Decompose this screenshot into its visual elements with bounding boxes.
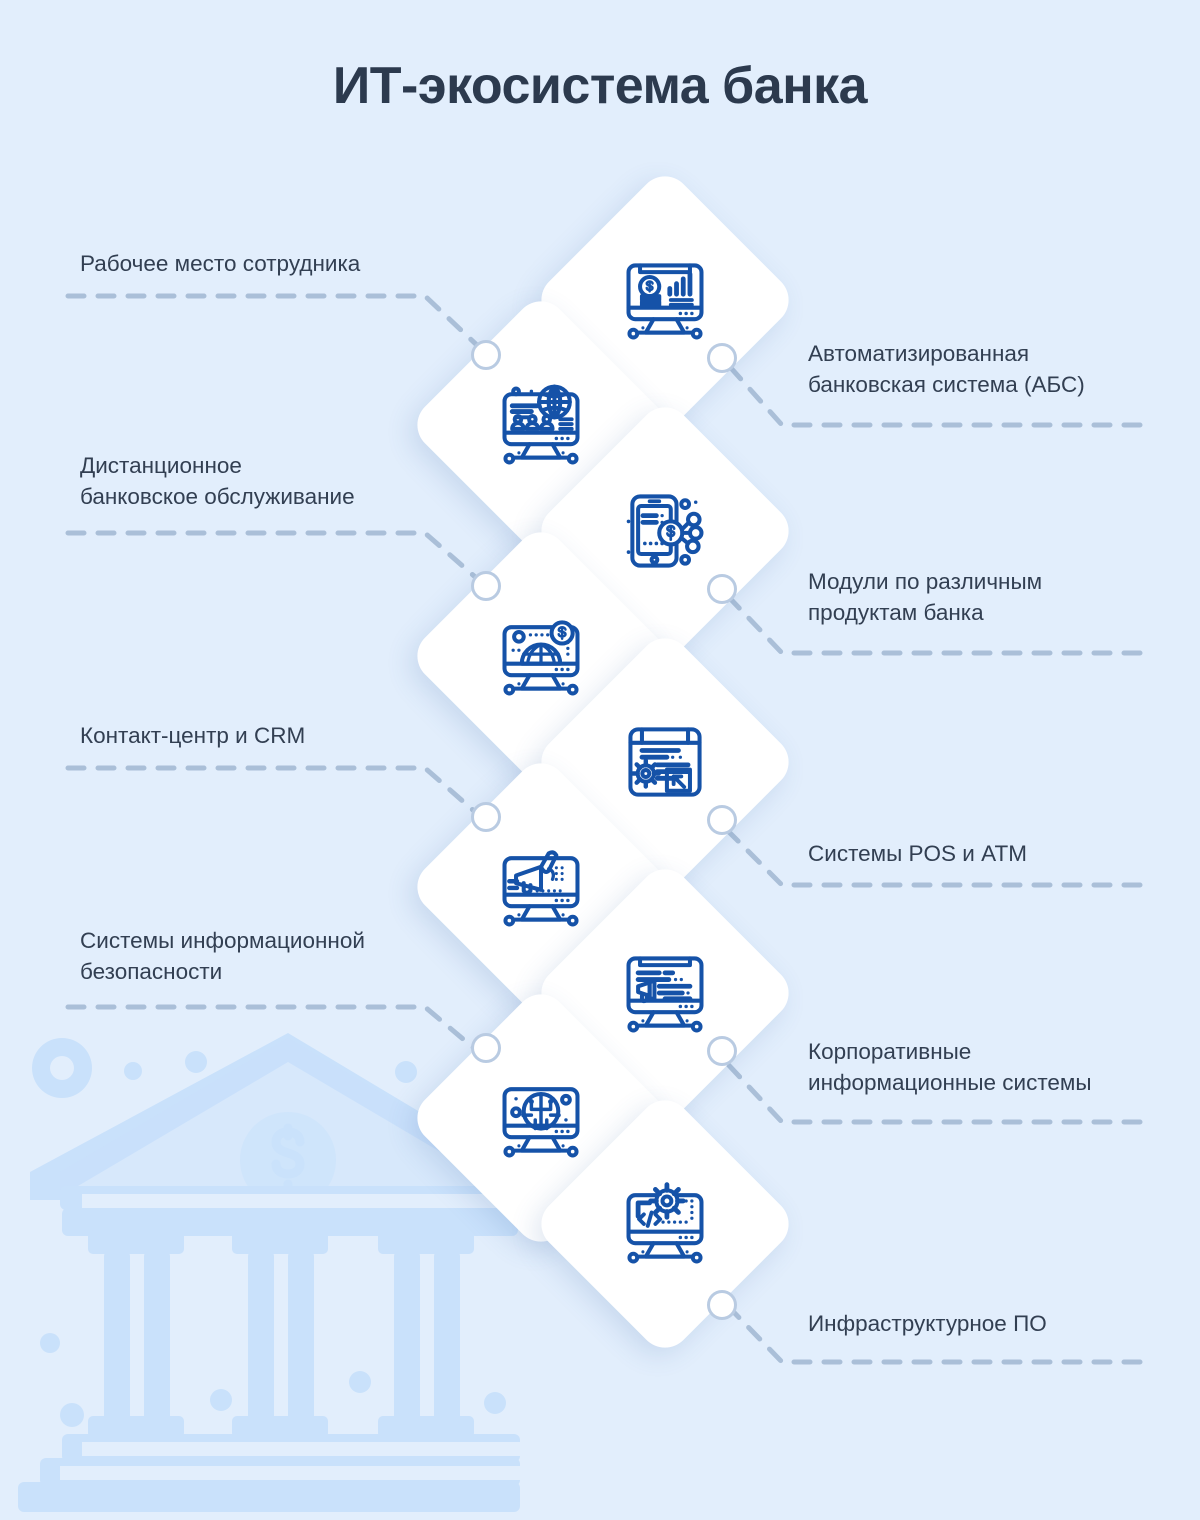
smartphone-dollar-network-icon	[570, 436, 760, 626]
diamond-infrastructure-software[interactable]	[530, 1089, 800, 1359]
label-information-security: Системы информационной безопасности	[80, 928, 365, 984]
node-dot-infrastructure-software	[707, 1290, 737, 1320]
label-product-modules: Модули по различным продуктам банка	[808, 569, 1043, 625]
label-contact-center-crm: Контакт-центр и CRM	[80, 723, 306, 748]
node-dot-corporate-systems	[707, 1036, 737, 1066]
leader-infrastructure	[719, 1297, 1143, 1365]
label-abs: Автоматизированная банковская система (А…	[808, 341, 1085, 397]
node-dot-product-modules	[707, 574, 737, 604]
node-dot-contact-center-crm	[471, 802, 501, 832]
label-corporate-systems: Корпоративные информационные системы	[808, 1039, 1092, 1095]
node-dot-remote-banking	[471, 571, 501, 601]
leader-abs	[719, 355, 1143, 428]
leader-contact-center	[65, 765, 485, 821]
monitor-announcement-icon	[570, 898, 760, 1088]
diamond-contact-center-crm[interactable]	[406, 752, 676, 1022]
label-remote-banking: Дистанционное банковское обслуживание	[80, 453, 355, 509]
diamond-pos-atm[interactable]	[530, 627, 800, 897]
node-dot-information-security	[471, 1033, 501, 1063]
diamond-product-modules[interactable]	[530, 396, 800, 666]
monitor-gear-code-icon	[570, 1129, 760, 1319]
diamond-remote-banking[interactable]	[406, 521, 676, 791]
browser-gear-cursor-icon	[570, 667, 760, 857]
node-dot-pos-atm	[707, 805, 737, 835]
leader-remote-banking	[65, 530, 485, 586]
page-title: ИТ-экосистема банка	[332, 57, 868, 115]
label-infrastructure-software: Инфраструктурное ПО	[808, 1311, 1047, 1336]
diamond-corporate-systems[interactable]	[530, 858, 800, 1128]
node-dot-workplace	[471, 340, 501, 370]
label-workplace: Рабочее место сотрудника	[80, 251, 361, 276]
monitor-globe-users-icon	[446, 330, 636, 520]
monitor-megaphone-icon	[446, 792, 636, 982]
monitor-globe-dollar-icon	[446, 561, 636, 751]
leader-workplace	[65, 293, 483, 351]
diamond-workplace[interactable]	[406, 290, 676, 560]
node-dot-abs	[707, 343, 737, 373]
leader-product-modules	[719, 587, 1143, 656]
leader-pos-atm	[719, 822, 1143, 888]
monitor-finance-chart-icon	[570, 205, 760, 395]
diamond-abs[interactable]	[530, 165, 800, 435]
label-pos-atm: Системы POS и ATM	[808, 841, 1027, 866]
leader-corporate	[719, 1055, 1143, 1125]
